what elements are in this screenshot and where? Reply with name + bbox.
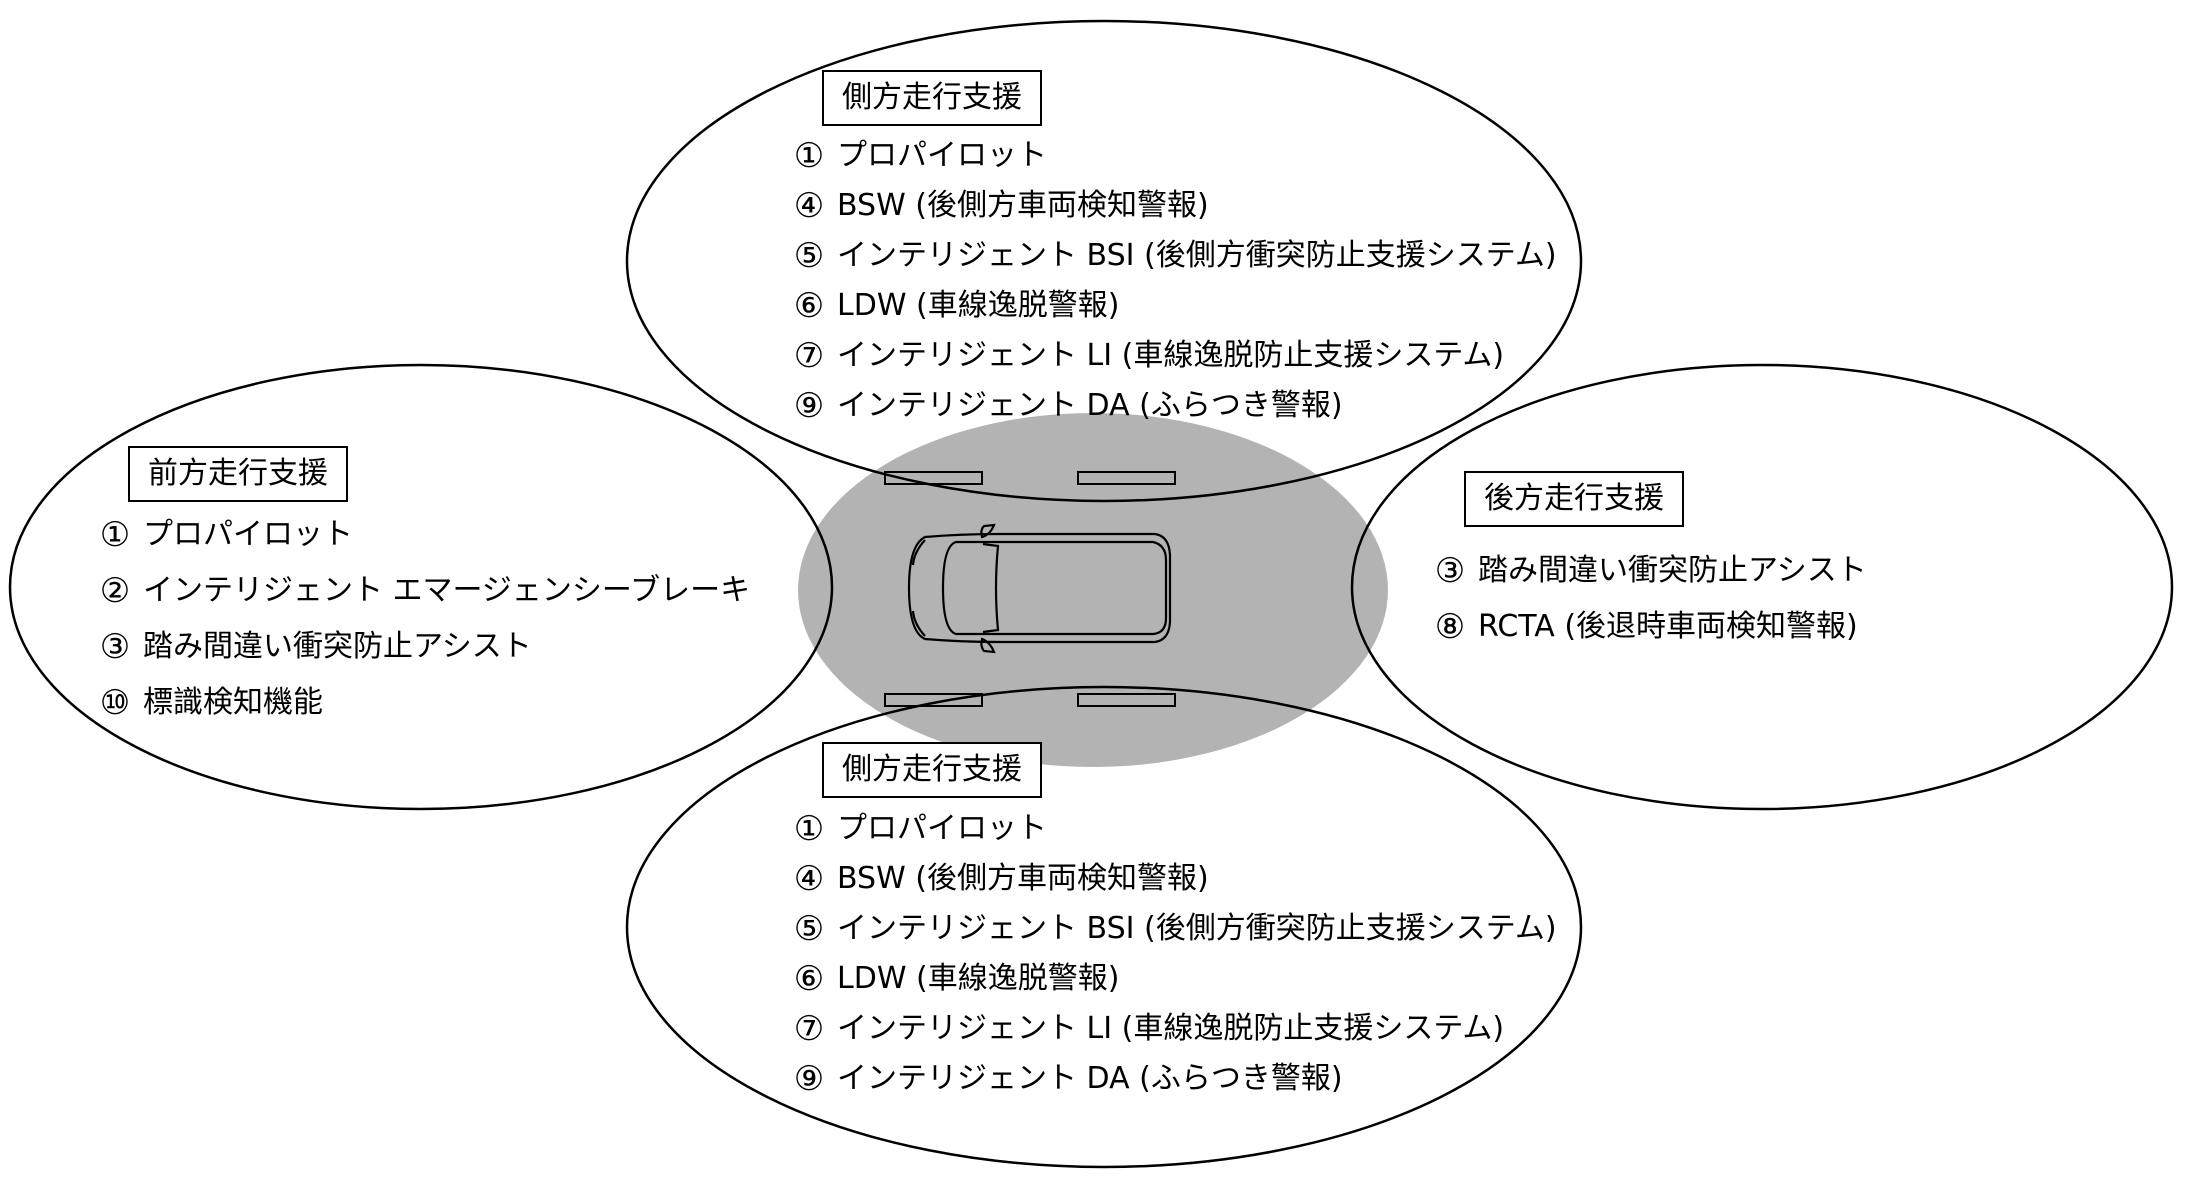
circled-number: ①: [793, 136, 825, 176]
circled-number: ⑤: [793, 909, 825, 949]
list-item: ② インテリジェント エマージェンシーブレーキ: [93, 563, 750, 619]
lane-marker: [884, 693, 983, 707]
feature-list: ① プロパイロット ④ BSW (後側方車両検知警報) ⑤ インテリジェント BSI …: [787, 804, 1557, 1104]
list-item: ⑦ インテリジェント LI (車線逸脱防止支援システム): [787, 1004, 1557, 1054]
zone-title: 側方走行支援: [822, 742, 1042, 798]
feature-label: BSW (後側方車両検知警報): [837, 188, 1209, 223]
list-item: ⑦ インテリジェント LI (車線逸脱防止支援システム): [787, 331, 1557, 381]
lane-marker: [884, 471, 983, 485]
feature-label: プロパイロット: [837, 811, 1047, 846]
list-item: ③ 踏み間違い衝突防止アシスト: [1428, 543, 1867, 599]
zone-ellipse-front: [8, 363, 834, 811]
feature-label: インテリジェント DA (ふらつき警報): [837, 1061, 1343, 1096]
list-item: ⑥ LDW (車線逸脱警報): [787, 281, 1557, 331]
car-top-view-icon: [907, 523, 1172, 654]
circled-number: ⑦: [793, 336, 825, 376]
feature-label: インテリジェント LI (車線逸脱防止支援システム): [837, 338, 1505, 373]
feature-label: プロパイロット: [837, 138, 1047, 173]
zone-title: 後方走行支援: [1464, 471, 1684, 527]
feature-label: LDW (車線逸脱警報): [837, 288, 1120, 323]
list-item: ④ BSW (後側方車両検知警報): [787, 854, 1557, 904]
circled-number: ⑧: [1434, 607, 1466, 647]
feature-label: LDW (車線逸脱警報): [837, 961, 1120, 996]
feature-label: 踏み間違い衝突防止アシスト: [143, 629, 532, 664]
zone-title: 側方走行支援: [822, 70, 1042, 126]
feature-label: インテリジェント LI (車線逸脱防止支援システム): [837, 1011, 1505, 1046]
lane-marker: [1077, 693, 1176, 707]
list-item: ① プロパイロット: [787, 131, 1557, 181]
circled-number: ③: [99, 627, 131, 667]
list-item: ⑤ インテリジェント BSI (後側方衝突防止支援システム): [787, 904, 1557, 954]
circled-number: ①: [99, 515, 131, 555]
feature-list: ① プロパイロット ④ BSW (後側方車両検知警報) ⑤ インテリジェント BSI …: [787, 131, 1557, 431]
circled-number: ⑥: [793, 286, 825, 326]
zone-ellipse-rear: [1350, 363, 2174, 811]
circled-number: ⑥: [793, 959, 825, 999]
list-item: ① プロパイロット: [93, 507, 750, 563]
feature-label: プロパイロット: [143, 517, 353, 552]
circled-number: ③: [1434, 551, 1466, 591]
list-item: ③ 踏み間違い衝突防止アシスト: [93, 619, 750, 675]
list-item: ④ BSW (後側方車両検知警報): [787, 181, 1557, 231]
circled-number: ④: [793, 859, 825, 899]
circled-number: ⑦: [793, 1009, 825, 1049]
circled-number: ⑩: [99, 683, 131, 723]
zone-ellipse-side-top: [625, 19, 1583, 503]
circled-number: ②: [99, 571, 131, 611]
list-item: ⑨ インテリジェント DA (ふらつき警報): [787, 381, 1557, 431]
zone-title: 前方走行支援: [128, 446, 348, 502]
list-item: ⑥ LDW (車線逸脱警報): [787, 954, 1557, 1004]
feature-label: 標識検知機能: [143, 685, 323, 720]
lane-marker: [1077, 471, 1176, 485]
feature-label: インテリジェント BSI (後側方衝突防止支援システム): [837, 238, 1557, 273]
feature-list: ③ 踏み間違い衝突防止アシスト ⑧ RCTA (後退時車両検知警報): [1428, 543, 1867, 655]
feature-label: BSW (後側方車両検知警報): [837, 861, 1209, 896]
circled-number: ⑨: [793, 386, 825, 426]
feature-label: 踏み間違い衝突防止アシスト: [1478, 553, 1867, 588]
circled-number: ⑤: [793, 236, 825, 276]
feature-label: RCTA (後退時車両検知警報): [1478, 609, 1858, 644]
list-item: ⑩ 標識検知機能: [93, 675, 750, 731]
feature-list: ① プロパイロット ② インテリジェント エマージェンシーブレーキ ③ 踏み間違い衝突…: [93, 507, 750, 731]
circled-number: ①: [793, 809, 825, 849]
feature-label: インテリジェント BSI (後側方衝突防止支援システム): [837, 911, 1557, 946]
list-item: ⑤ インテリジェント BSI (後側方衝突防止支援システム): [787, 231, 1557, 281]
zone-ellipse-side-bottom: [625, 685, 1583, 1169]
circled-number: ④: [793, 186, 825, 226]
feature-label: インテリジェント エマージェンシーブレーキ: [143, 573, 751, 608]
list-item: ① プロパイロット: [787, 804, 1557, 854]
circled-number: ⑨: [793, 1059, 825, 1099]
list-item: ⑨ インテリジェント DA (ふらつき警報): [787, 1054, 1557, 1104]
feature-label: インテリジェント DA (ふらつき警報): [837, 388, 1343, 423]
list-item: ⑧ RCTA (後退時車両検知警報): [1428, 599, 1867, 655]
sensor-coverage-area: [798, 413, 1388, 767]
